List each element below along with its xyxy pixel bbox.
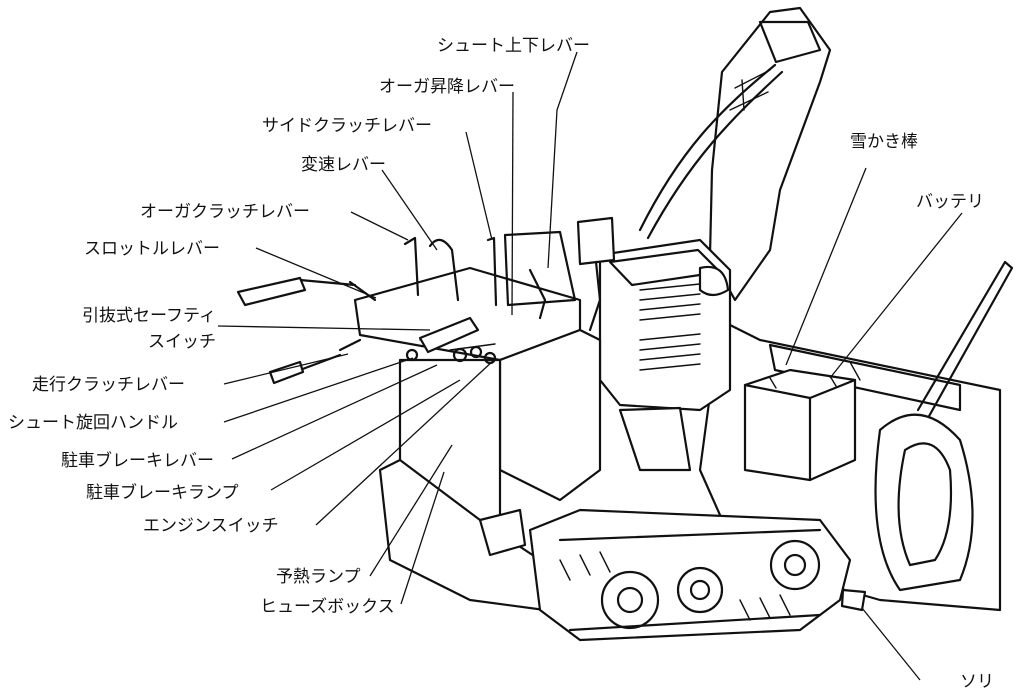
label-sled: ソリ bbox=[960, 672, 994, 692]
label-throttle-lever: スロットルレバー bbox=[84, 239, 220, 259]
label-safety-switch-line2: スイッチ bbox=[148, 332, 216, 352]
engine-drawing bbox=[576, 216, 732, 472]
label-parking-brake-lever: 駐車ブレーキレバー bbox=[61, 451, 214, 471]
control-panel-drawing bbox=[236, 230, 602, 562]
label-chute-updown-lever: シュート上下レバー bbox=[437, 36, 590, 56]
leader-lines bbox=[217, 51, 963, 681]
label-chute-rotation-handle: シュート旋回ハンドル bbox=[8, 413, 178, 433]
label-preheat-lamp: 予熱ランプ bbox=[276, 567, 361, 587]
label-safety-switch-line1: 引抜式セーフティ bbox=[82, 306, 216, 326]
label-battery: バッテリ bbox=[916, 192, 984, 212]
label-engine-switch: エンジンスイッチ bbox=[143, 516, 279, 536]
chute-drawing bbox=[638, 6, 832, 302]
label-side-clutch-lever: サイドクラッチレバー bbox=[262, 116, 432, 136]
label-parking-brake-lamp: 駐車ブレーキランプ bbox=[86, 483, 239, 503]
battery-drawing bbox=[743, 368, 857, 482]
snow-stick-sled-drawing bbox=[840, 260, 1014, 612]
label-snow-stick: 雪かき棒 bbox=[850, 132, 918, 152]
label-shift-lever: 変速レバー bbox=[301, 155, 386, 175]
label-auger-clutch-lever: オーガクラッチレバー bbox=[140, 202, 310, 222]
label-travel-clutch-lever: 走行クラッチレバー bbox=[32, 375, 185, 395]
track-drawing bbox=[378, 458, 852, 642]
label-auger-lift-lever: オーガ昇降レバー bbox=[379, 77, 515, 97]
label-fuse-box: ヒューズボックス bbox=[260, 597, 395, 617]
